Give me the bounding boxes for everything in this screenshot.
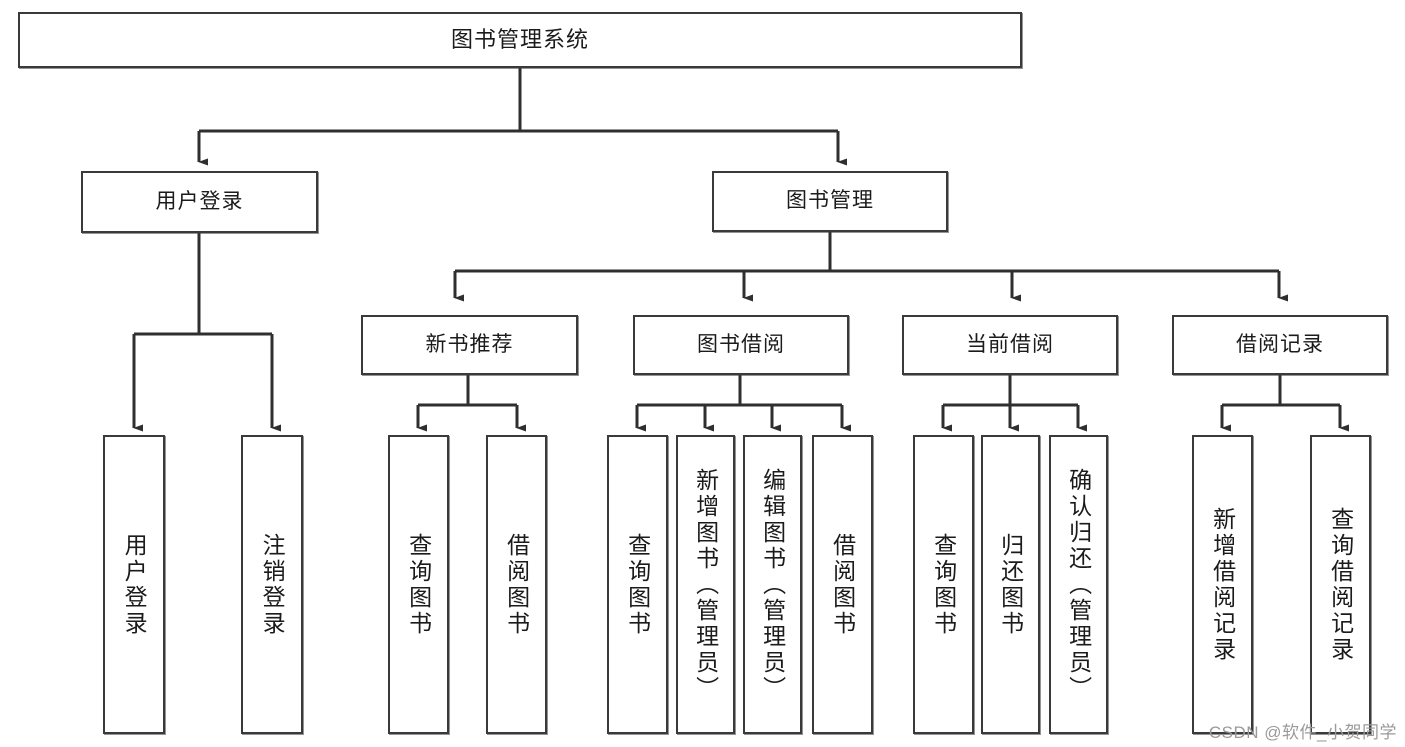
node-label: 注销登录 xyxy=(259,532,286,637)
node-leaf-query-book-2[interactable]: 查询图书 xyxy=(607,435,668,734)
node-label: 新增借阅记录 xyxy=(1209,506,1236,663)
node-new-book-recommend[interactable]: 新书推荐 xyxy=(361,315,578,375)
node-book-manage[interactable]: 图书管理 xyxy=(712,171,948,232)
node-leaf-query-record[interactable]: 查询借阅记录 xyxy=(1310,435,1371,734)
node-label: 图书管理系统 xyxy=(450,27,589,53)
node-leaf-query-book-1[interactable]: 查询图书 xyxy=(388,435,449,734)
node-label: 图书管理 xyxy=(786,189,874,213)
node-leaf-user-login[interactable]: 用户登录 xyxy=(103,435,165,734)
node-book-borrow[interactable]: 图书借阅 xyxy=(633,315,849,375)
node-leaf-confirm-return[interactable]: 确认归还（管理员） xyxy=(1049,435,1108,734)
node-label: 确认归还（管理员） xyxy=(1065,467,1092,702)
node-label: 当前借阅 xyxy=(966,332,1054,356)
node-label: 查询借阅记录 xyxy=(1327,506,1354,663)
node-borrow-record[interactable]: 借阅记录 xyxy=(1172,315,1388,375)
node-leaf-return-book[interactable]: 归还图书 xyxy=(981,435,1040,734)
node-label: 查询图书 xyxy=(930,532,957,637)
node-leaf-edit-book[interactable]: 编辑图书（管理员） xyxy=(743,435,802,734)
node-leaf-query-book-3[interactable]: 查询图书 xyxy=(913,435,974,734)
node-label: 图书借阅 xyxy=(697,332,785,356)
node-label: 新书推荐 xyxy=(425,332,514,356)
csdn-watermark: CSDN @软件_小贺同学 xyxy=(1208,723,1397,742)
node-label: 用户登录 xyxy=(155,189,244,213)
node-label: 借阅图书 xyxy=(829,532,856,637)
node-current-borrow[interactable]: 当前借阅 xyxy=(902,315,1118,375)
node-label: 编辑图书（管理员） xyxy=(759,467,786,702)
node-leaf-borrow-book-2[interactable]: 借阅图书 xyxy=(812,435,873,734)
node-label: 借阅图书 xyxy=(503,532,530,637)
node-label: 查询图书 xyxy=(624,532,651,637)
node-label: 归还图书 xyxy=(997,532,1024,637)
node-leaf-borrow-book-1[interactable]: 借阅图书 xyxy=(486,435,547,734)
node-book-management-system[interactable]: 图书管理系统 xyxy=(18,12,1022,68)
node-label: 借阅记录 xyxy=(1236,332,1324,356)
node-label: 新增图书（管理员） xyxy=(692,467,719,702)
node-leaf-user-logout[interactable]: 注销登录 xyxy=(241,435,303,734)
node-leaf-add-book[interactable]: 新增图书（管理员） xyxy=(676,435,735,734)
node-label: 用户登录 xyxy=(121,532,148,637)
node-user-login[interactable]: 用户登录 xyxy=(81,171,318,233)
node-leaf-add-record[interactable]: 新增借阅记录 xyxy=(1192,435,1253,734)
node-label: 查询图书 xyxy=(405,532,432,637)
